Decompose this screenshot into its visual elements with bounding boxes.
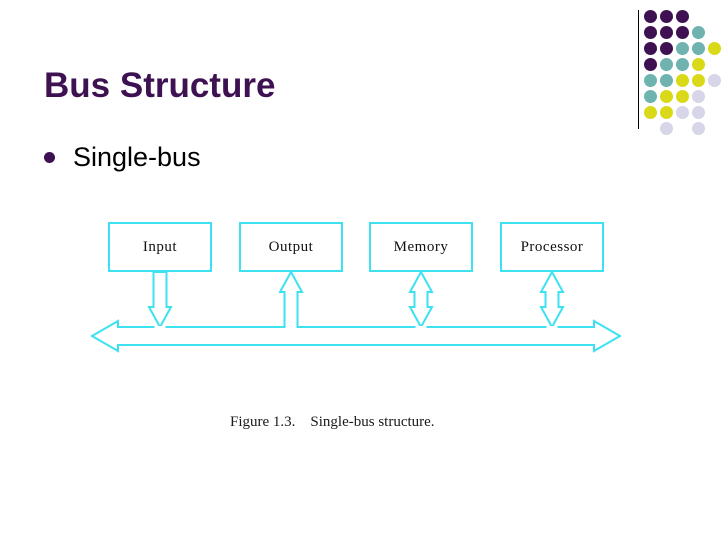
decoration-divider [638,10,639,129]
decoration-dot [676,26,689,39]
decoration-dot [644,10,657,23]
dot-matrix-decoration [644,10,721,135]
decoration-dot [692,90,705,103]
decoration-dot [660,122,673,135]
decoration-dot [676,106,689,119]
decoration-dot [660,74,673,87]
unit-box-memory: Memory [369,222,473,272]
decoration-dot [692,58,705,71]
unit-label-memory: Memory [393,238,449,255]
decoration-dot [644,26,657,39]
system-bus-arrow [89,319,623,353]
decoration-dot [644,90,657,103]
decoration-dot [644,42,657,55]
decoration-dot [676,10,689,23]
bus-connector-arrow [539,269,565,330]
bullet-list-item: Single-bus [44,142,201,173]
bus-junction-mask [154,326,166,329]
bus-junction-mask [546,326,558,329]
decoration-dot [676,58,689,71]
decoration-dot [644,58,657,71]
figure-caption: Figure 1.3. Single-bus structure. [230,414,435,430]
decoration-dot [692,42,705,55]
bus-junction-mask [285,326,297,329]
decoration-dot [660,26,673,39]
bullet-dot-icon [44,152,55,163]
page-title: Bus Structure [44,66,276,105]
bus-connector-arrow [147,271,173,330]
decoration-dot [660,90,673,103]
decoration-dot [708,74,721,87]
decoration-dot [660,10,673,23]
bus-junction-mask [415,326,427,329]
decoration-dot [676,42,689,55]
decoration-dot [692,122,705,135]
decoration-dot [708,42,721,55]
unit-box-processor: Processor [500,222,604,272]
decoration-dot [660,42,673,55]
bus-connector-arrow [278,269,304,328]
decoration-dot [692,106,705,119]
decoration-dot [692,26,705,39]
decoration-dot [644,106,657,119]
unit-box-input: Input [108,222,212,272]
unit-label-processor: Processor [520,238,584,255]
decoration-dot [676,74,689,87]
unit-box-output: Output [239,222,343,272]
bullet-item-label: Single-bus [73,142,201,172]
decoration-dot [660,106,673,119]
unit-label-output: Output [268,238,314,255]
bus-connector-arrow [408,269,434,330]
decoration-dot [692,74,705,87]
decoration-dot [660,58,673,71]
decoration-dot [676,90,689,103]
decoration-dot [644,74,657,87]
unit-label-input: Input [142,238,178,255]
